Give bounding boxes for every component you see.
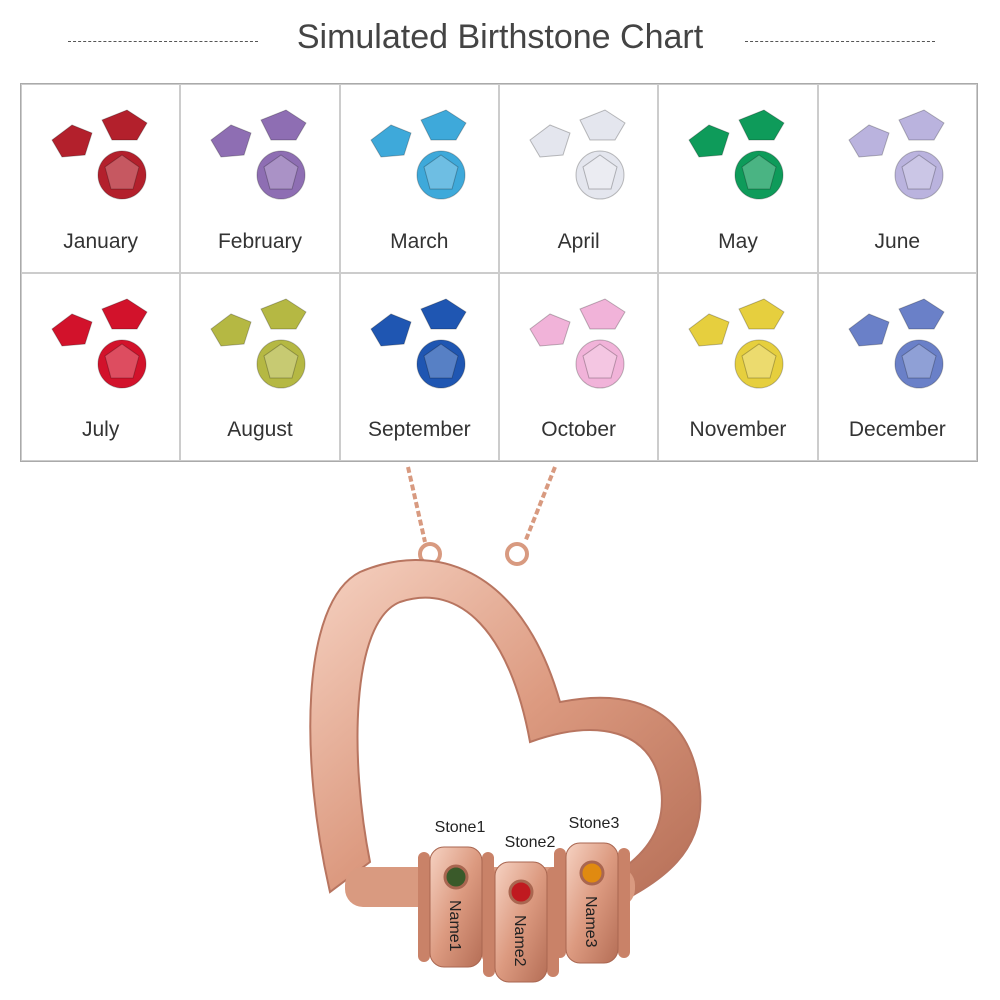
birthstone-cell-may: May: [658, 84, 818, 273]
gemstones-icon: [688, 297, 786, 388]
bead-ring: [554, 848, 566, 958]
chain: [406, 466, 557, 543]
gemstones-icon: [688, 109, 786, 200]
month-label: October: [541, 418, 616, 441]
engraved-name: Name3: [582, 896, 599, 948]
month-label: February: [217, 229, 302, 253]
name-bead: [494, 861, 548, 983]
gemstones-icon: [847, 109, 945, 200]
month-label: May: [718, 229, 758, 253]
gemstones-icon: [210, 297, 308, 388]
birthstone-cell-july: July: [21, 272, 181, 461]
stone-label: Stone2: [505, 834, 556, 851]
bead-ring: [618, 848, 630, 958]
gemstones-icon: [529, 109, 626, 200]
birthstone-cell-august: August: [180, 272, 340, 461]
gemstones-icon: [369, 109, 467, 200]
birthstone-cell-september: September: [339, 272, 499, 461]
birthstone-grid: January February March April May June Ju…: [20, 83, 978, 462]
stone-label: Stone3: [569, 815, 620, 832]
gemstones-icon: [51, 109, 148, 200]
month-label: June: [874, 229, 921, 253]
birthstone-cell-october: October: [498, 272, 659, 461]
birthstone-cell-march: March: [339, 84, 499, 273]
month-label: November: [689, 418, 787, 441]
title-divider-right: [745, 41, 935, 42]
month-label: March: [390, 229, 449, 253]
engraved-name: Name2: [511, 915, 528, 967]
month-label: August: [227, 418, 293, 441]
birthstone-cell-january: January: [21, 84, 181, 273]
gemstones-icon: [369, 297, 467, 388]
gemstones-icon: [529, 297, 626, 388]
name-bead: [429, 846, 483, 968]
bead-ring: [418, 852, 430, 962]
gemstones-icon: [847, 297, 945, 388]
birthstone: [579, 860, 605, 886]
birthstone-cell-december: December: [817, 272, 977, 461]
heart-necklace-image: Stone1 Name1 Stone2 Name2 Stone3 Name3: [309, 466, 702, 983]
birthstone-cell-february: February: [180, 84, 340, 273]
engraved-name: Name1: [446, 900, 463, 952]
month-label: September: [367, 418, 471, 441]
gemstones-icon: [210, 109, 308, 200]
title-divider-left: [68, 41, 258, 42]
bead-ring: [483, 867, 495, 977]
month-label: January: [63, 229, 139, 253]
month-label: April: [557, 229, 600, 253]
month-label: July: [81, 418, 120, 441]
page-title: Simulated Birthstone Chart: [296, 18, 704, 56]
birthstone-cell-november: November: [658, 272, 818, 461]
birthstone: [508, 879, 534, 905]
gemstones-icon: [51, 297, 148, 388]
stone-label: Stone1: [435, 819, 486, 836]
month-label: December: [848, 418, 946, 441]
name-bead: [565, 842, 619, 964]
birthstone: [443, 864, 469, 890]
birthstone-cell-april: April: [498, 84, 659, 273]
birthstone-cell-june: June: [817, 84, 977, 273]
